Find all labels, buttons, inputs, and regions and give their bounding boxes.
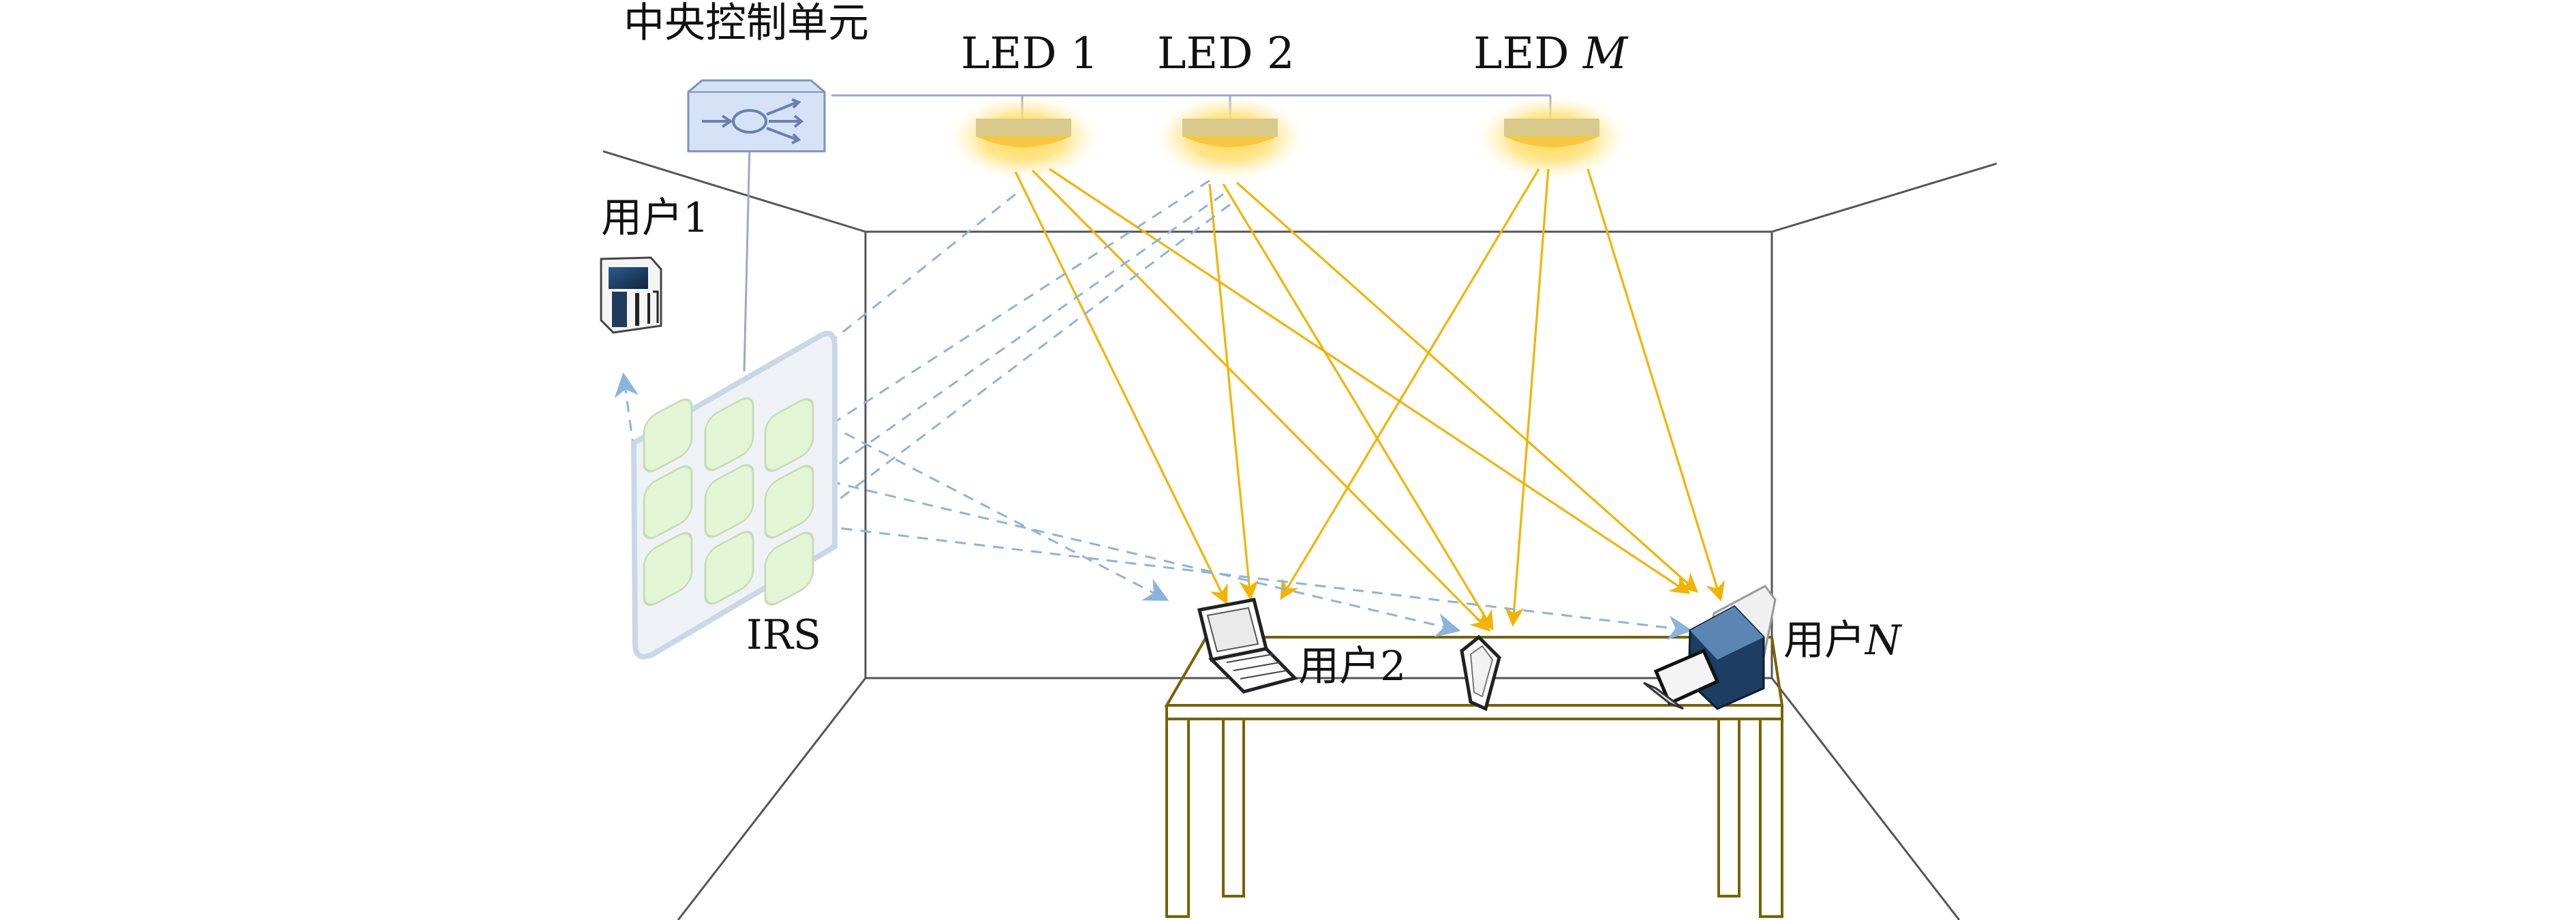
table-leg	[1222, 718, 1245, 898]
floor-edge-left	[677, 677, 867, 920]
laptop-icon	[1197, 598, 1298, 694]
user-2-label: 用户2	[1298, 643, 1407, 690]
central-control-unit-label: 中央控制单元	[624, 0, 869, 47]
ray-led2-user2	[1208, 183, 1259, 600]
table-leg	[1717, 718, 1741, 898]
irs-label: IRS	[746, 611, 821, 659]
back-wall	[864, 230, 1773, 679]
printer-icon	[1643, 585, 1777, 710]
table-leg	[1165, 718, 1190, 918]
tablet-icon	[1460, 634, 1501, 711]
floor-edge-right	[1770, 677, 1961, 920]
ray-ledM-userN	[1586, 168, 1726, 602]
ray-ledM-user2	[1280, 168, 1540, 600]
led-m-label: LED M	[1473, 32, 1627, 76]
user-n-label: 用户N	[1783, 620, 1901, 661]
table	[1164, 636, 1784, 918]
led-light-rays	[1014, 168, 1726, 632]
led-2-label: LED 2	[1157, 29, 1295, 79]
mobile-terminal-icon	[600, 256, 662, 334]
ray-led1-userN	[1049, 168, 1691, 594]
led-m-prefix: LED	[1473, 29, 1583, 79]
irs-panel	[630, 331, 838, 660]
led-1-label: LED 1	[961, 29, 1099, 79]
router-icon	[687, 79, 826, 153]
led-1	[949, 95, 1099, 180]
table-leg	[1759, 718, 1783, 918]
ray-led2-user3	[1222, 183, 1494, 631]
led-m	[1477, 95, 1627, 180]
ray-led1-user3	[1031, 169, 1491, 632]
led-m-variable: M	[1582, 29, 1628, 79]
user-n-prefix: 用户	[1783, 617, 1865, 664]
irs-reflection-rays	[614, 179, 1693, 641]
room-walls	[602, 150, 1997, 920]
led-2	[1155, 95, 1305, 180]
ray-led2-userN	[1236, 181, 1699, 593]
ray-led1-user2	[1014, 171, 1228, 605]
user-n-variable: N	[1865, 617, 1901, 664]
ceiling-edge-left	[602, 150, 866, 233]
ray-ledM-user3	[1504, 168, 1550, 627]
user-1-label: 用户1	[601, 194, 709, 242]
ceiling-edge-right	[1771, 162, 1997, 233]
